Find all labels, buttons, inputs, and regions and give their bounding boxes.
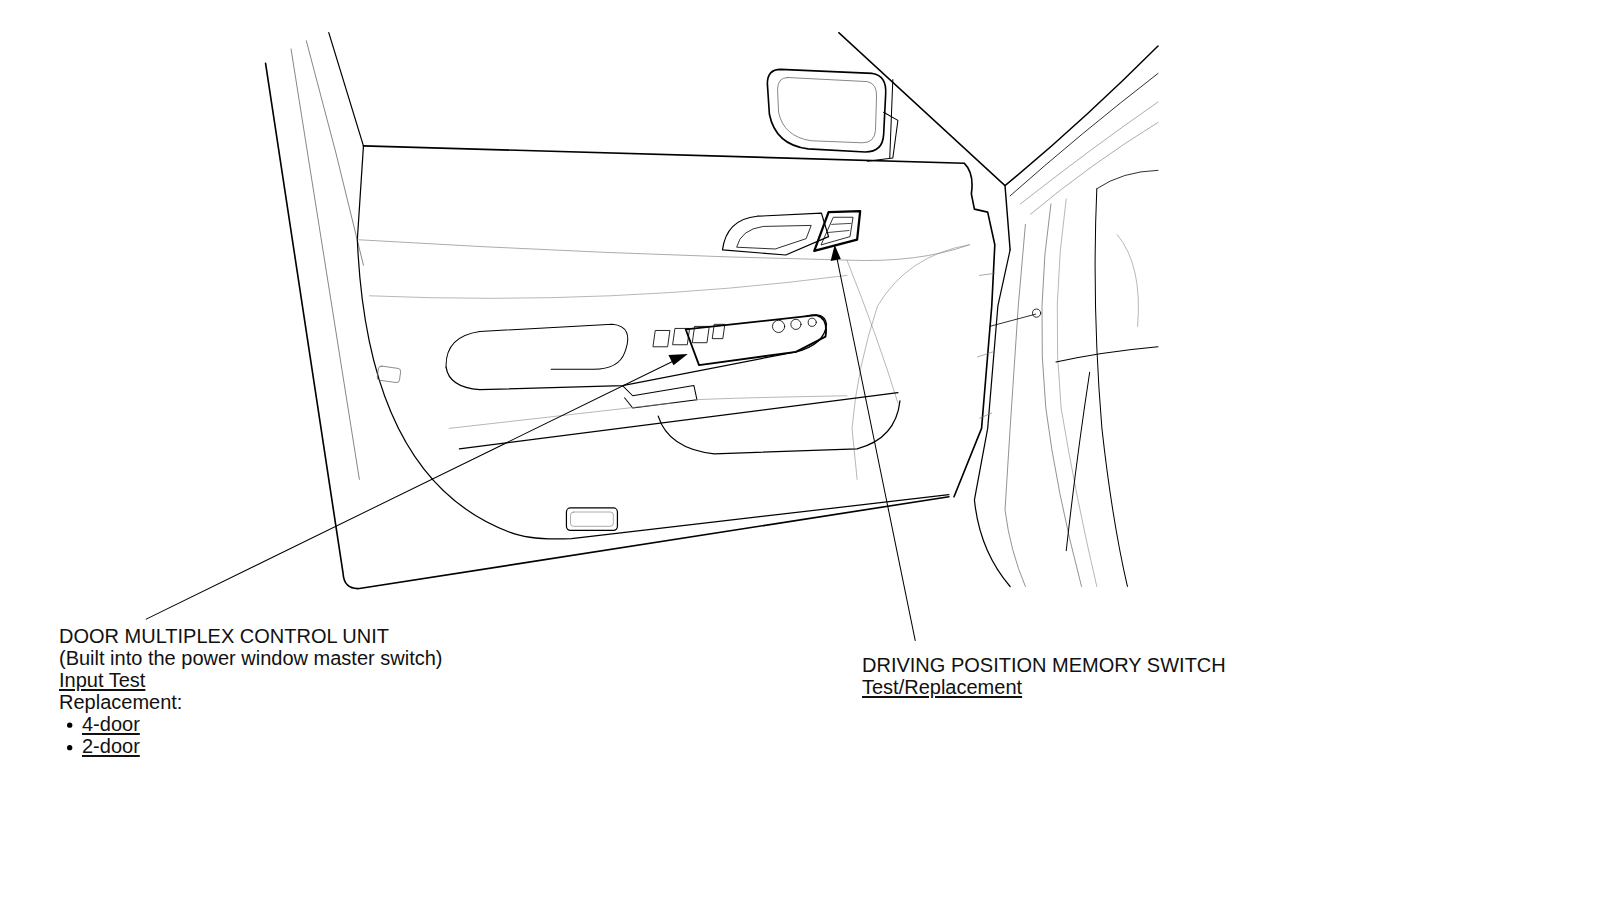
callout-heading: Replacement:: [59, 691, 182, 713]
bullet-dot: [67, 723, 72, 728]
reference-link: Input Test: [59, 669, 145, 691]
bullet-dot: [67, 745, 72, 750]
callout-note: (Built into the power window master swit…: [59, 647, 442, 669]
reference-link: 4-door: [82, 713, 140, 735]
reference-link: 2-door: [82, 735, 140, 757]
callout-title: DOOR MULTIPLEX CONTROL UNIT: [59, 625, 389, 647]
reference-link: Test/Replacement: [862, 676, 1022, 698]
callout-title: DRIVING POSITION MEMORY SWITCH: [862, 654, 1226, 676]
